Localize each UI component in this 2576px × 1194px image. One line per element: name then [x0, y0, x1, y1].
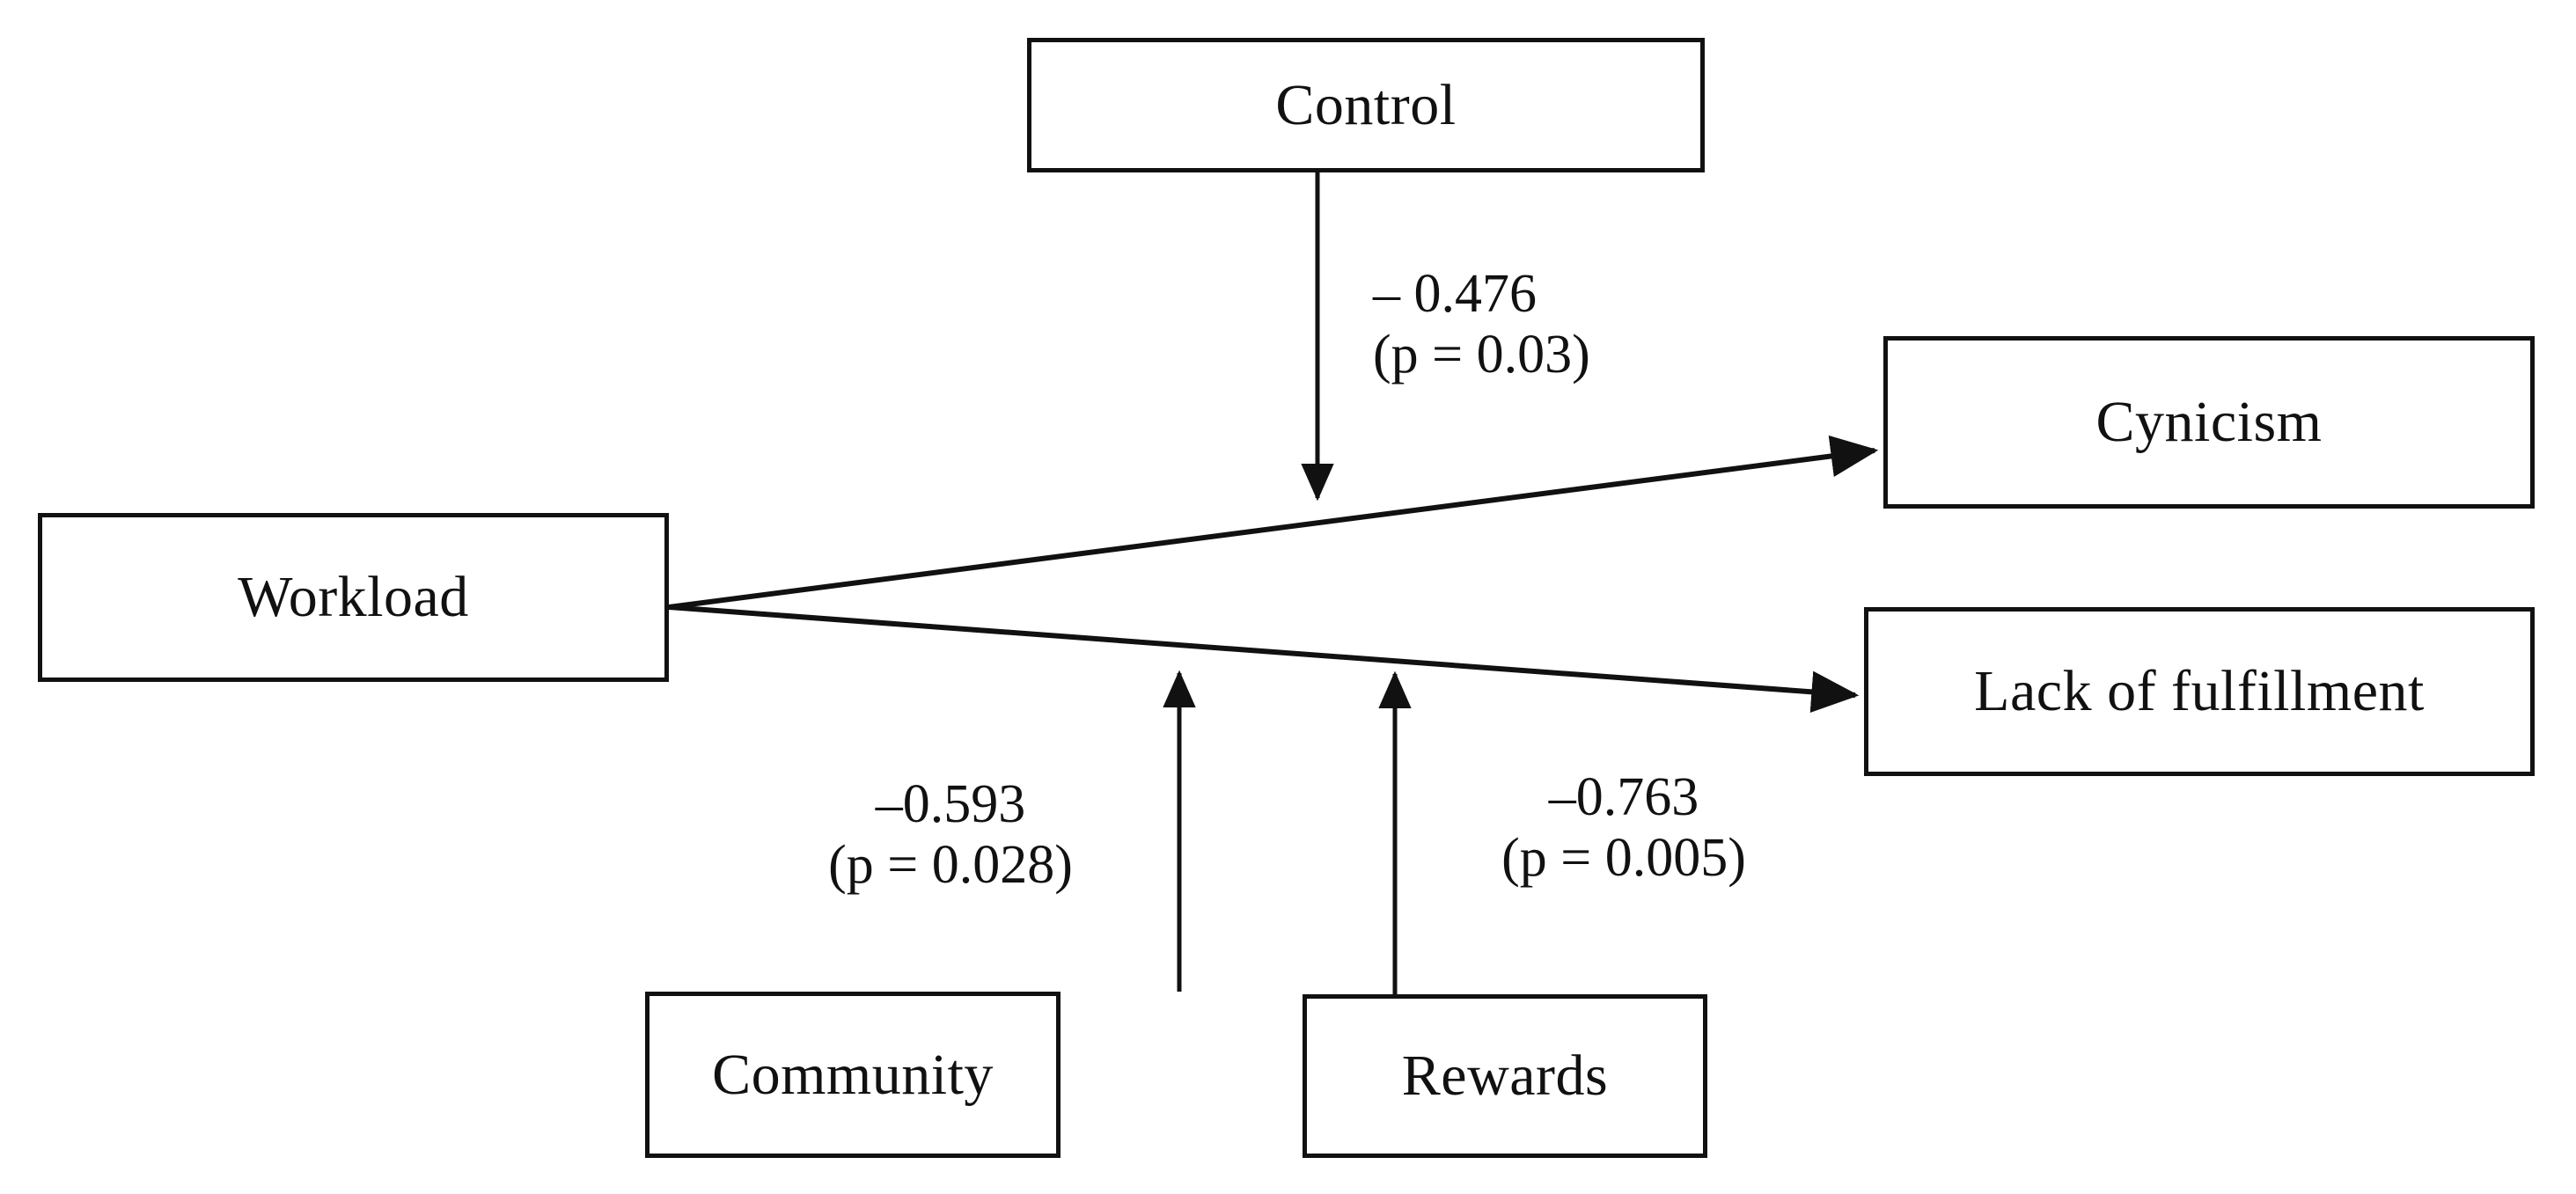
node-cynicism-label: Cynicism	[2095, 390, 2323, 454]
node-workload-label: Workload	[238, 565, 469, 629]
edge-workload-to-fulfillment	[668, 604, 1860, 714]
node-rewards[interactable]: Rewards	[1303, 994, 1707, 1158]
edge-label-control-pvalue: (p = 0.03)	[1373, 325, 1590, 385]
edge-label-rewards: –0.763 (p = 0.005)	[1430, 767, 1817, 890]
node-community-label: Community	[712, 1042, 994, 1107]
edge-label-community-pvalue: (p = 0.028)	[828, 835, 1073, 896]
node-rewards-label: Rewards	[1401, 1044, 1609, 1108]
node-cynicism[interactable]: Cynicism	[1883, 336, 2535, 509]
node-control-label: Control	[1275, 72, 1457, 137]
edge-label-rewards-coefficient: –0.763	[1548, 767, 1699, 827]
edge-label-rewards-pvalue: (p = 0.005)	[1501, 828, 1746, 889]
edge-label-community: –0.593 (p = 0.028)	[757, 774, 1144, 897]
edge-workload-to-cynicism	[668, 435, 1879, 610]
edge-label-control-coefficient: – 0.476	[1373, 264, 1537, 324]
node-lack-of-fulfillment[interactable]: Lack of fulfillment	[1864, 607, 2535, 776]
node-workload[interactable]: Workload	[38, 513, 669, 682]
node-control[interactable]: Control	[1027, 38, 1705, 172]
edge-label-control: – 0.476 (p = 0.03)	[1373, 264, 1743, 386]
edge-label-community-coefficient: –0.593	[875, 774, 1026, 834]
node-community[interactable]: Community	[645, 992, 1060, 1158]
node-lack-of-fulfillment-label: Lack of fulfillment	[1974, 659, 2425, 723]
